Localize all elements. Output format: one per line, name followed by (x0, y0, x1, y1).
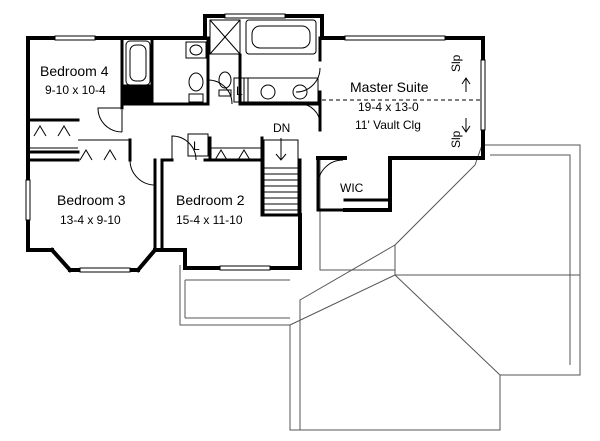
sink (185, 41, 207, 59)
linen-hall-label: L (193, 139, 200, 153)
master-dims: 19-4 x 13-0 (358, 100, 419, 114)
bedroom4-name: Bedroom 4 (40, 63, 109, 79)
bedroom3-dims: 13-4 x 9-10 (60, 213, 121, 227)
vault (322, 77, 483, 133)
bedroom2-dims: 15-4 x 11-10 (176, 213, 243, 227)
linen-bath (233, 77, 249, 103)
wic-label: WIC (340, 181, 364, 195)
shower (209, 19, 241, 55)
linen-bath-label: L (236, 84, 243, 98)
bedroom4-dims: 9-10 x 10-4 (45, 83, 106, 97)
stairs (263, 138, 299, 215)
master-note: 11' Vault Clg (355, 118, 421, 132)
toilet (188, 72, 204, 92)
bedroom2-name: Bedroom 2 (176, 192, 245, 208)
master-name: Master Suite (350, 79, 429, 95)
bath-fixtures (123, 19, 319, 157)
labels: Bedroom 4 9-10 x 10-4 Master Suite 19-4 … (40, 54, 463, 227)
bedroom3-name: Bedroom 3 (57, 192, 126, 208)
windows (25, 13, 486, 273)
closet-doors (28, 125, 262, 161)
slope-label-top: Slp (449, 54, 463, 72)
roof-outline (179, 144, 581, 431)
master-tub (245, 19, 317, 55)
stair-down-label: DN (273, 121, 290, 135)
slope-label-bottom: Slp (449, 130, 463, 148)
linen-hall (187, 133, 209, 157)
